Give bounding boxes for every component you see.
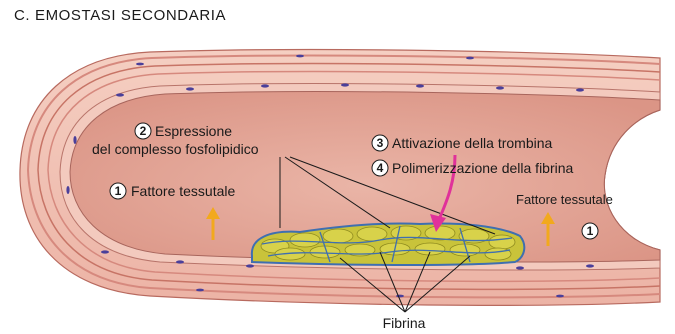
- step-1-left-text: Fattore tessutale: [131, 183, 235, 199]
- step-1-left-number: 1: [115, 184, 122, 198]
- step-2-text-line1: Espressione: [155, 123, 232, 139]
- step-3-number: 3: [377, 136, 384, 150]
- step-4-text: Polimerizzazione della fibrina: [392, 160, 574, 176]
- figure-title: C. EMOSTASI SECONDARIA: [14, 7, 226, 24]
- step-2-text-line2: del complesso fosfolipidico: [92, 141, 259, 157]
- step-4-number: 4: [377, 161, 384, 175]
- step-3-label: 3 Attivazione della trombina: [372, 135, 553, 151]
- step-1-right-text: Fattore tessutale: [516, 192, 613, 207]
- step-4-label: 4 Polimerizzazione della fibrina: [372, 160, 574, 176]
- fibrin-label: Fibrina: [383, 315, 426, 331]
- step-1-right-number: 1: [587, 224, 594, 238]
- step-3-text: Attivazione della trombina: [392, 135, 553, 151]
- step-2-number: 2: [140, 124, 147, 138]
